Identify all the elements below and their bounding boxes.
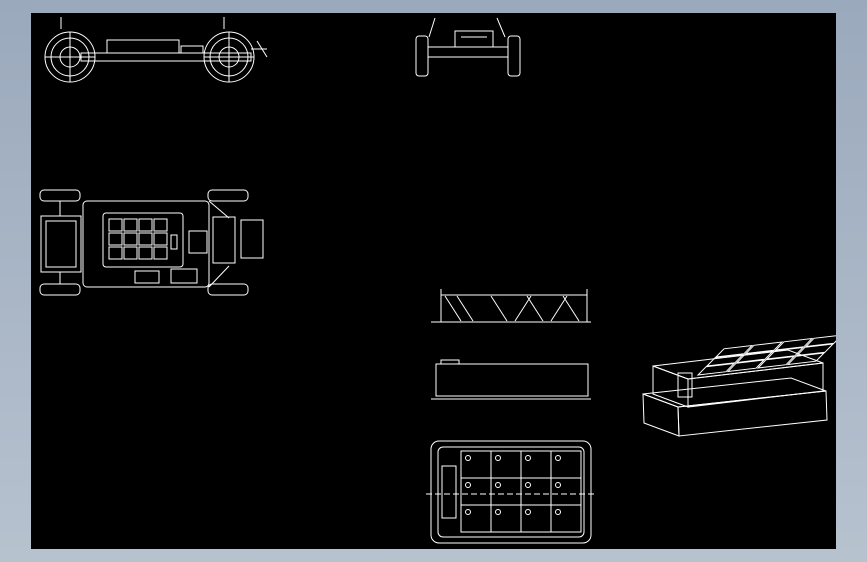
cad-drawing-canvas[interactable] xyxy=(31,13,836,549)
battery-cell-top xyxy=(153,218,168,232)
battery-cell-iso xyxy=(795,343,835,357)
battery-cell xyxy=(520,477,552,506)
box-section xyxy=(431,289,591,323)
battery-cell-top xyxy=(108,232,123,246)
battery-cell xyxy=(490,477,522,506)
battery-cell-top xyxy=(138,246,153,260)
box-plan xyxy=(426,440,597,544)
battery-cell-iso xyxy=(786,352,826,366)
cell-terminal xyxy=(495,455,501,461)
battery-cell-iso xyxy=(756,355,796,369)
cad-drawing xyxy=(39,17,836,544)
battery-cell-iso xyxy=(726,359,766,373)
battery-cell-iso xyxy=(744,341,784,355)
battery-cell xyxy=(520,450,552,479)
cell-terminal xyxy=(525,482,531,488)
battery-cell-top xyxy=(123,246,138,260)
cell-terminal xyxy=(495,509,501,515)
battery-cell xyxy=(460,477,492,506)
front-view xyxy=(415,17,521,77)
battery-cell-top xyxy=(123,232,138,246)
battery-cell-top xyxy=(138,232,153,246)
cell-terminal xyxy=(555,482,561,488)
box-isometric xyxy=(642,335,836,437)
battery-cell-iso xyxy=(765,346,805,360)
battery-cell-top xyxy=(108,218,123,232)
battery-cell-iso xyxy=(735,350,775,364)
side-view xyxy=(44,17,268,83)
battery-cell xyxy=(550,504,582,533)
battery-cell xyxy=(460,504,492,533)
battery-cell xyxy=(550,477,582,506)
cell-terminal xyxy=(465,455,471,461)
battery-cell-iso xyxy=(774,337,814,351)
battery-cell-top xyxy=(108,246,123,260)
battery-cell xyxy=(520,504,552,533)
cell-terminal xyxy=(495,482,501,488)
battery-cell xyxy=(490,450,522,479)
battery-cell-top xyxy=(138,218,153,232)
battery-cell xyxy=(490,504,522,533)
battery-cell-top xyxy=(123,218,138,232)
cell-terminal xyxy=(525,509,531,515)
cell-terminal xyxy=(525,455,531,461)
cell-terminal xyxy=(465,509,471,515)
battery-cell-iso xyxy=(705,353,745,367)
cell-terminal xyxy=(555,509,561,515)
battery-cell-top xyxy=(153,246,168,260)
battery-cell-iso xyxy=(696,362,736,376)
box-elevation xyxy=(431,359,591,400)
battery-cell xyxy=(550,450,582,479)
battery-cell xyxy=(460,450,492,479)
battery-cell-iso xyxy=(804,335,836,348)
top-view xyxy=(39,189,264,296)
cell-terminal xyxy=(465,482,471,488)
cell-terminal xyxy=(555,455,561,461)
battery-cell-iso xyxy=(714,344,754,358)
battery-cell-top xyxy=(153,232,168,246)
